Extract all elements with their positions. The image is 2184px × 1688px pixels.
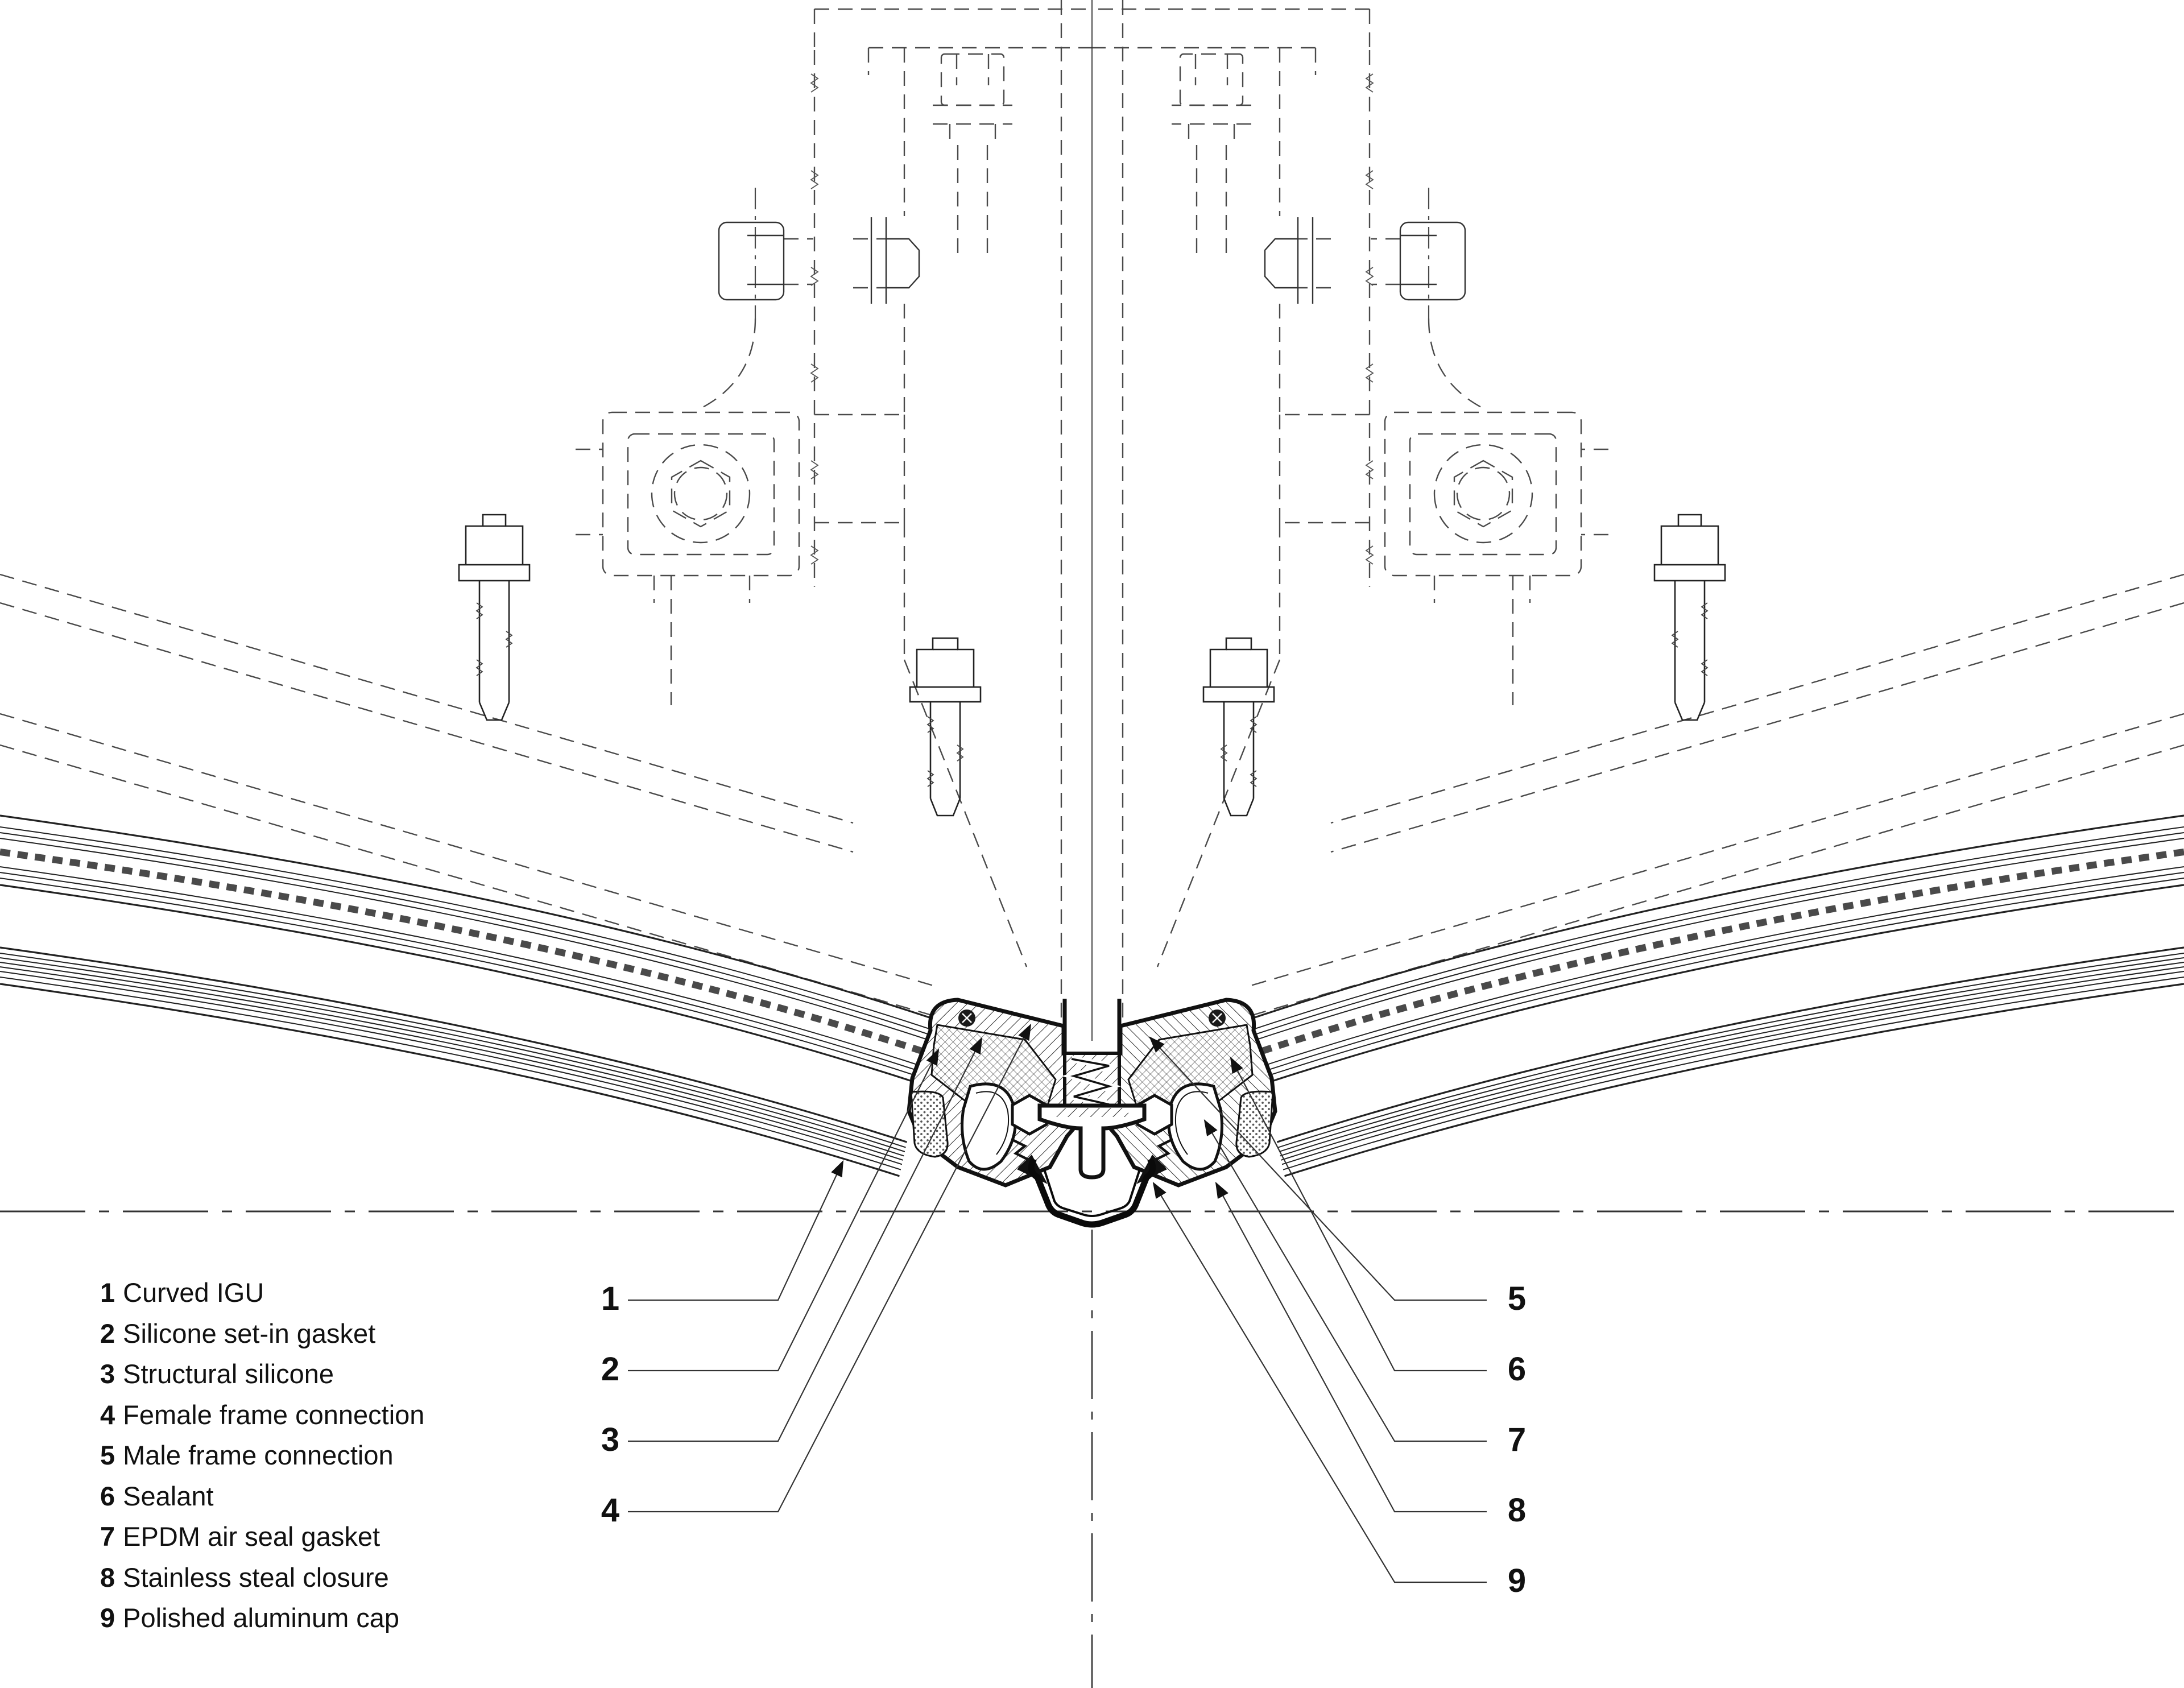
leader-6 xyxy=(1230,1056,1487,1372)
leader-7 xyxy=(1203,1119,1487,1442)
phantom-support-structure xyxy=(0,0,1092,1025)
callout-1: 1 xyxy=(601,1280,620,1317)
callout-6: 6 xyxy=(1507,1351,1527,1388)
leader-5 xyxy=(1149,1036,1487,1301)
legend-num: 2 xyxy=(100,1318,115,1348)
legend-num: 9 xyxy=(100,1603,115,1633)
glass-panel xyxy=(0,814,940,1190)
igu-spacer-stripe xyxy=(0,849,938,1060)
callout-8: 8 xyxy=(1507,1492,1527,1529)
legend-num: 4 xyxy=(100,1399,115,1430)
legend-label: Male frame connection xyxy=(123,1440,394,1470)
legend-num: 3 xyxy=(100,1359,115,1389)
legend-item: 2 Silicone set-in gasket xyxy=(100,1313,424,1354)
legend-item: 6 Sealant xyxy=(100,1476,424,1517)
phantom-hardware-solid xyxy=(718,73,920,565)
legend-item: 9 Polished aluminum cap xyxy=(100,1598,424,1639)
legend-item: 1 Curved IGU xyxy=(100,1272,424,1313)
callout-9: 9 xyxy=(1507,1562,1527,1599)
frame-shoe xyxy=(907,998,1090,1188)
callout-7: 7 xyxy=(1507,1421,1527,1458)
leader-1 xyxy=(628,1160,844,1301)
legend: 1 Curved IGU 2 Silicone set-in gasket 3 Str… xyxy=(100,1272,424,1639)
aluminum-cap xyxy=(1028,1157,1156,1228)
callout-3: 3 xyxy=(601,1421,620,1458)
legend-item: 3 Structural silicone xyxy=(100,1354,424,1395)
gasket-backer-block xyxy=(910,1090,949,1158)
leader-9 xyxy=(1152,1181,1487,1583)
legend-num: 5 xyxy=(100,1440,115,1470)
legend-item: 8 Stainless steal closure xyxy=(100,1557,424,1598)
legend-label: Sealant xyxy=(123,1480,214,1511)
legend-item: 5 Male frame connection xyxy=(100,1435,424,1476)
legend-item: 4 Female frame connection xyxy=(100,1395,424,1435)
legend-label: EPDM air seal gasket xyxy=(123,1521,380,1552)
leader-3 xyxy=(628,1037,983,1442)
callout-2: 2 xyxy=(601,1351,620,1388)
callout-4: 4 xyxy=(601,1492,620,1529)
legend-label: Structural silicone xyxy=(123,1359,334,1389)
legend-label: Female frame connection xyxy=(123,1399,425,1430)
legend-label: Silicone set-in gasket xyxy=(123,1318,376,1348)
leader-lines xyxy=(628,1023,1487,1583)
legend-item: 7 EPDM air seal gasket xyxy=(100,1516,424,1557)
anchor-bolt-outer xyxy=(458,514,531,721)
mullion-interlock xyxy=(1061,0,1122,1110)
legend-label: Polished aluminum cap xyxy=(123,1603,400,1633)
anchor-bolt-inner xyxy=(909,637,982,817)
legend-num: 1 xyxy=(100,1277,115,1308)
epdm-gasket xyxy=(961,1082,1017,1171)
leader-4 xyxy=(628,1023,1032,1513)
legend-num: 6 xyxy=(100,1480,115,1511)
legend-label: Stainless steal closure xyxy=(123,1562,389,1592)
leader-8 xyxy=(1215,1181,1487,1513)
leader-2 xyxy=(628,1048,940,1372)
callout-5: 5 xyxy=(1507,1280,1527,1317)
legend-num: 7 xyxy=(100,1521,115,1552)
legend-label: Curved IGU xyxy=(123,1277,264,1308)
legend-num: 8 xyxy=(100,1562,115,1592)
mullion-stem xyxy=(1037,1103,1147,1180)
